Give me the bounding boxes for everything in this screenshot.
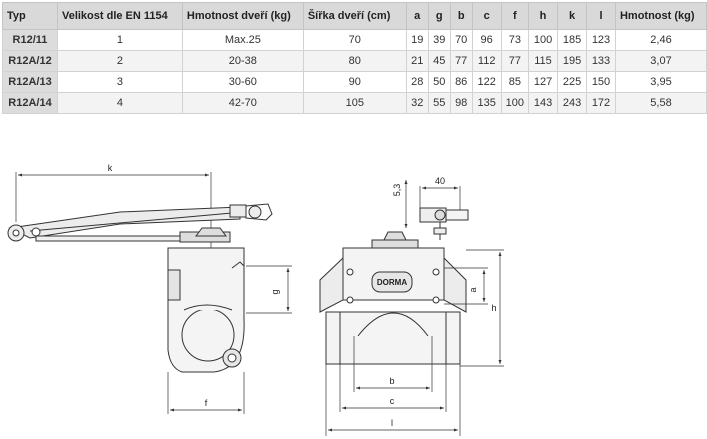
logo-plate: [371, 271, 413, 293]
cell-h: 127: [528, 71, 559, 93]
cell-k: 195: [557, 50, 587, 72]
header-l: l: [586, 2, 616, 30]
cell-h: 143: [528, 92, 559, 114]
spec-table: Typ Velikost dle EN 1154 Hmotnost dveří …: [2, 2, 707, 114]
cell-model: R12A/12: [2, 50, 58, 72]
cell-door-width: 80: [302, 50, 407, 72]
cell-size: 2: [56, 50, 183, 72]
cell-model: R12A/13: [2, 71, 58, 93]
table-row: R12/11 1 Max.25 70 19 39 70 96 73 100 18…: [2, 29, 707, 51]
cell-a: 19: [405, 29, 429, 51]
cell-k: 225: [557, 71, 587, 93]
cell-f: 85: [500, 71, 530, 93]
header-c: c: [471, 2, 502, 30]
cell-f: 100: [500, 92, 530, 114]
cell-g: 39: [427, 29, 451, 51]
cell-h: 115: [528, 50, 559, 72]
header-b: b: [449, 2, 473, 30]
cell-size: 1: [56, 29, 183, 51]
cell-b: 70: [449, 29, 473, 51]
header-hmotnost: Hmotnost (kg): [614, 2, 707, 30]
cell-h: 100: [528, 29, 559, 51]
header-sirka-dveri: Šířka dveří (cm): [302, 2, 407, 30]
cell-l: 133: [586, 50, 616, 72]
header-hmotnost-dveri: Hmotnost dveří (kg): [181, 2, 304, 30]
cell-a: 28: [405, 71, 429, 93]
cell-b: 77: [449, 50, 473, 72]
table-row: R12A/14 4 42-70 105 32 55 98 135 100 143…: [2, 92, 707, 114]
cell-weight: 2,46: [614, 29, 707, 51]
cell-c: 135: [471, 92, 502, 114]
cell-f: 77: [500, 50, 530, 72]
cell-k: 243: [557, 92, 587, 114]
header-g: g: [427, 2, 451, 30]
header-typ: Typ: [2, 2, 58, 30]
cell-c: 96: [471, 29, 502, 51]
cell-b: 98: [449, 92, 473, 114]
label-c: c: [390, 396, 395, 406]
cell-door-weight: 30-60: [181, 71, 304, 93]
header-velikost: Velikost dle EN 1154: [56, 2, 183, 30]
cell-door-width: 105: [302, 92, 407, 114]
cell-c: 112: [471, 50, 502, 72]
label-f: f: [205, 398, 208, 408]
cell-l: 150: [586, 71, 616, 93]
table-header-row: Typ Velikost dle EN 1154 Hmotnost dveří …: [2, 2, 707, 30]
table-row: R12A/12 2 20-38 80 21 45 77 112 77 115 1…: [2, 50, 707, 72]
cell-weight: 3,07: [614, 50, 707, 72]
label-h: h: [491, 303, 496, 313]
logo-text: DORMA: [377, 278, 407, 287]
cell-size: 3: [56, 71, 183, 93]
label-b: b: [389, 376, 394, 386]
cell-g: 55: [427, 92, 451, 114]
header-k: k: [557, 2, 587, 30]
cell-door-weight: 20-38: [181, 50, 304, 72]
cell-f: 73: [500, 29, 530, 51]
cell-door-width: 90: [302, 71, 407, 93]
header-h: h: [528, 2, 559, 30]
cell-l: 172: [586, 92, 616, 114]
front-view: [319, 180, 504, 436]
label-g: g: [270, 289, 280, 294]
cell-a: 32: [405, 92, 429, 114]
label-5-3: 5,3: [392, 184, 402, 197]
closer-body-front: [319, 247, 467, 365]
side-view: [7, 172, 292, 414]
label-a: a: [468, 287, 478, 292]
cell-a: 21: [405, 50, 429, 72]
cell-k: 185: [557, 29, 587, 51]
header-f: f: [500, 2, 530, 30]
cell-door-width: 70: [302, 29, 407, 51]
cell-weight: 5,58: [614, 92, 707, 114]
cell-door-weight: 42-70: [181, 92, 304, 114]
cell-b: 86: [449, 71, 473, 93]
cell-door-weight: Max.25: [181, 29, 304, 51]
closer-arm: [7, 203, 273, 242]
label-l: l: [391, 418, 393, 428]
cell-l: 123: [586, 29, 616, 51]
cell-model: R12/11: [2, 29, 58, 51]
cell-g: 50: [427, 71, 451, 93]
label-40: 40: [435, 176, 445, 186]
header-a: a: [405, 2, 429, 30]
cell-size: 4: [56, 92, 183, 114]
cell-c: 122: [471, 71, 502, 93]
cell-g: 45: [427, 50, 451, 72]
cell-model: R12A/14: [2, 92, 58, 114]
label-k: k: [108, 163, 113, 173]
cell-weight: 3,95: [614, 71, 707, 93]
table-row: R12A/13 3 30-60 90 28 50 86 122 85 127 2…: [2, 71, 707, 93]
technical-drawing: k g f: [7, 163, 504, 436]
closer-body-side: [167, 227, 245, 373]
